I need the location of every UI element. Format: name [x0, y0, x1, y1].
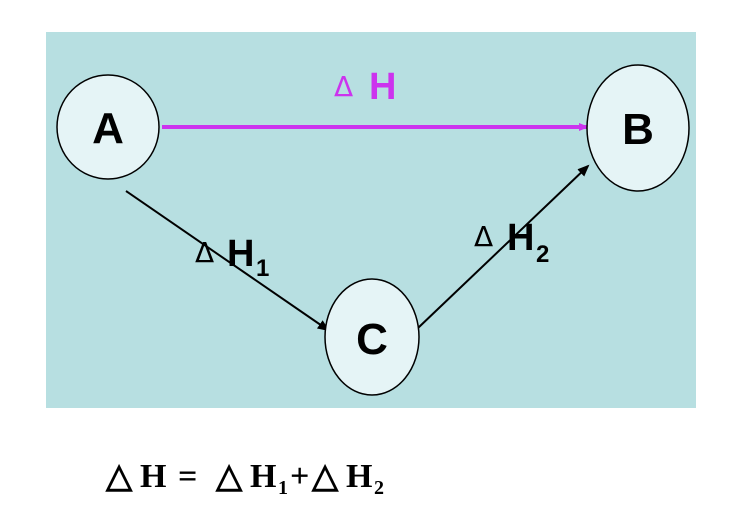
- arrow-a-to-c: [125, 190, 330, 332]
- label-delta-h1: Δ H 1: [195, 233, 269, 282]
- node-c: C: [324, 278, 420, 396]
- equation-term2-subscript: 2: [374, 477, 384, 499]
- equation-term1-delta: △: [215, 458, 243, 495]
- node-c-circle: [324, 278, 420, 396]
- equation-term2-symbol: H: [346, 458, 372, 495]
- node-b: B: [586, 64, 690, 192]
- node-a-circle: [56, 74, 160, 180]
- equation-term1-symbol: H: [250, 458, 276, 495]
- equation-plus: +: [290, 458, 309, 495]
- arrow-c-to-b: [417, 164, 590, 329]
- node-a: A: [56, 74, 160, 180]
- label-delta-h1-subscript: 1: [256, 255, 269, 282]
- equation: △ H = △ H 1 + △ H 2: [105, 458, 384, 499]
- label-delta-h1-delta: Δ: [195, 236, 214, 269]
- equation-equals: =: [178, 458, 197, 495]
- node-b-label: B: [622, 105, 654, 154]
- label-delta-h-delta: Δ: [334, 70, 353, 103]
- label-delta-h2-symbol: H: [507, 217, 534, 259]
- label-delta-h2-subscript: 2: [536, 241, 549, 268]
- node-a-label: A: [92, 104, 124, 153]
- label-delta-h1-symbol: H: [227, 233, 254, 275]
- equation-lhs-symbol: H: [140, 458, 166, 495]
- label-delta-h2: Δ H 2: [474, 217, 549, 268]
- equation-lhs-delta: △: [105, 458, 133, 495]
- node-c-label: C: [356, 315, 388, 364]
- equation-term1-subscript: 1: [278, 477, 288, 499]
- equation-term2-delta: △: [311, 458, 339, 495]
- node-b-circle: [586, 64, 690, 192]
- label-delta-h-symbol: H: [369, 66, 396, 108]
- label-delta-h: Δ H: [334, 66, 396, 108]
- label-delta-h2-delta: Δ: [474, 220, 493, 253]
